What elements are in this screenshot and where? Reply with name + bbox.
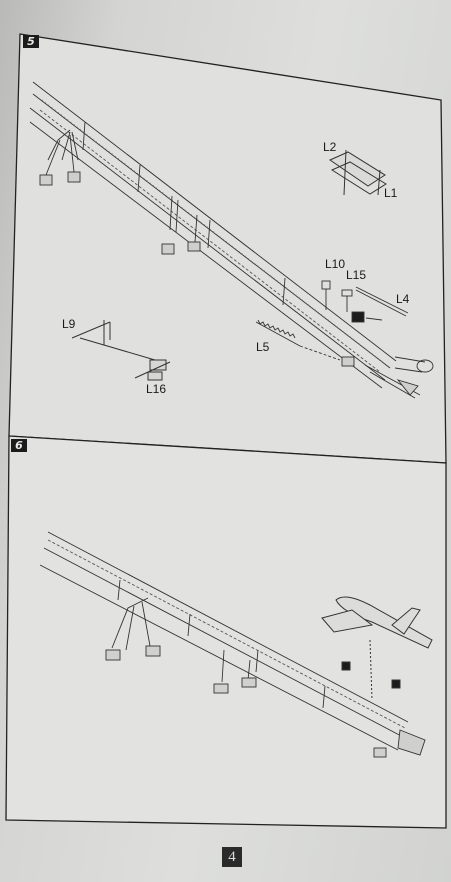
step-6-frame [5,435,447,829]
part-label-l2: L2 [323,140,337,154]
step-6-badge: 6 [11,439,27,452]
part-label-l10: L10 [325,257,346,271]
part-l5 [255,319,341,361]
parts-l10-l15-l4 [321,280,409,323]
step-5-frame [8,33,447,464]
part-label-l15: L15 [346,268,367,282]
page-number: 4 [222,847,242,867]
missile [321,596,433,701]
part-l1-l2 [328,149,387,196]
part-label-l9: L9 [62,317,76,331]
part-label-l5: L5 [256,340,270,354]
part-label-l1: L1 [384,186,398,200]
step-5-ramp [29,81,434,399]
part-label-l4: L4 [396,292,410,306]
part-l9-l16 [71,320,171,381]
step-5-badge: 5 [23,35,39,48]
step-6-ramp [39,531,426,758]
part-label-l16: L16 [146,382,167,396]
